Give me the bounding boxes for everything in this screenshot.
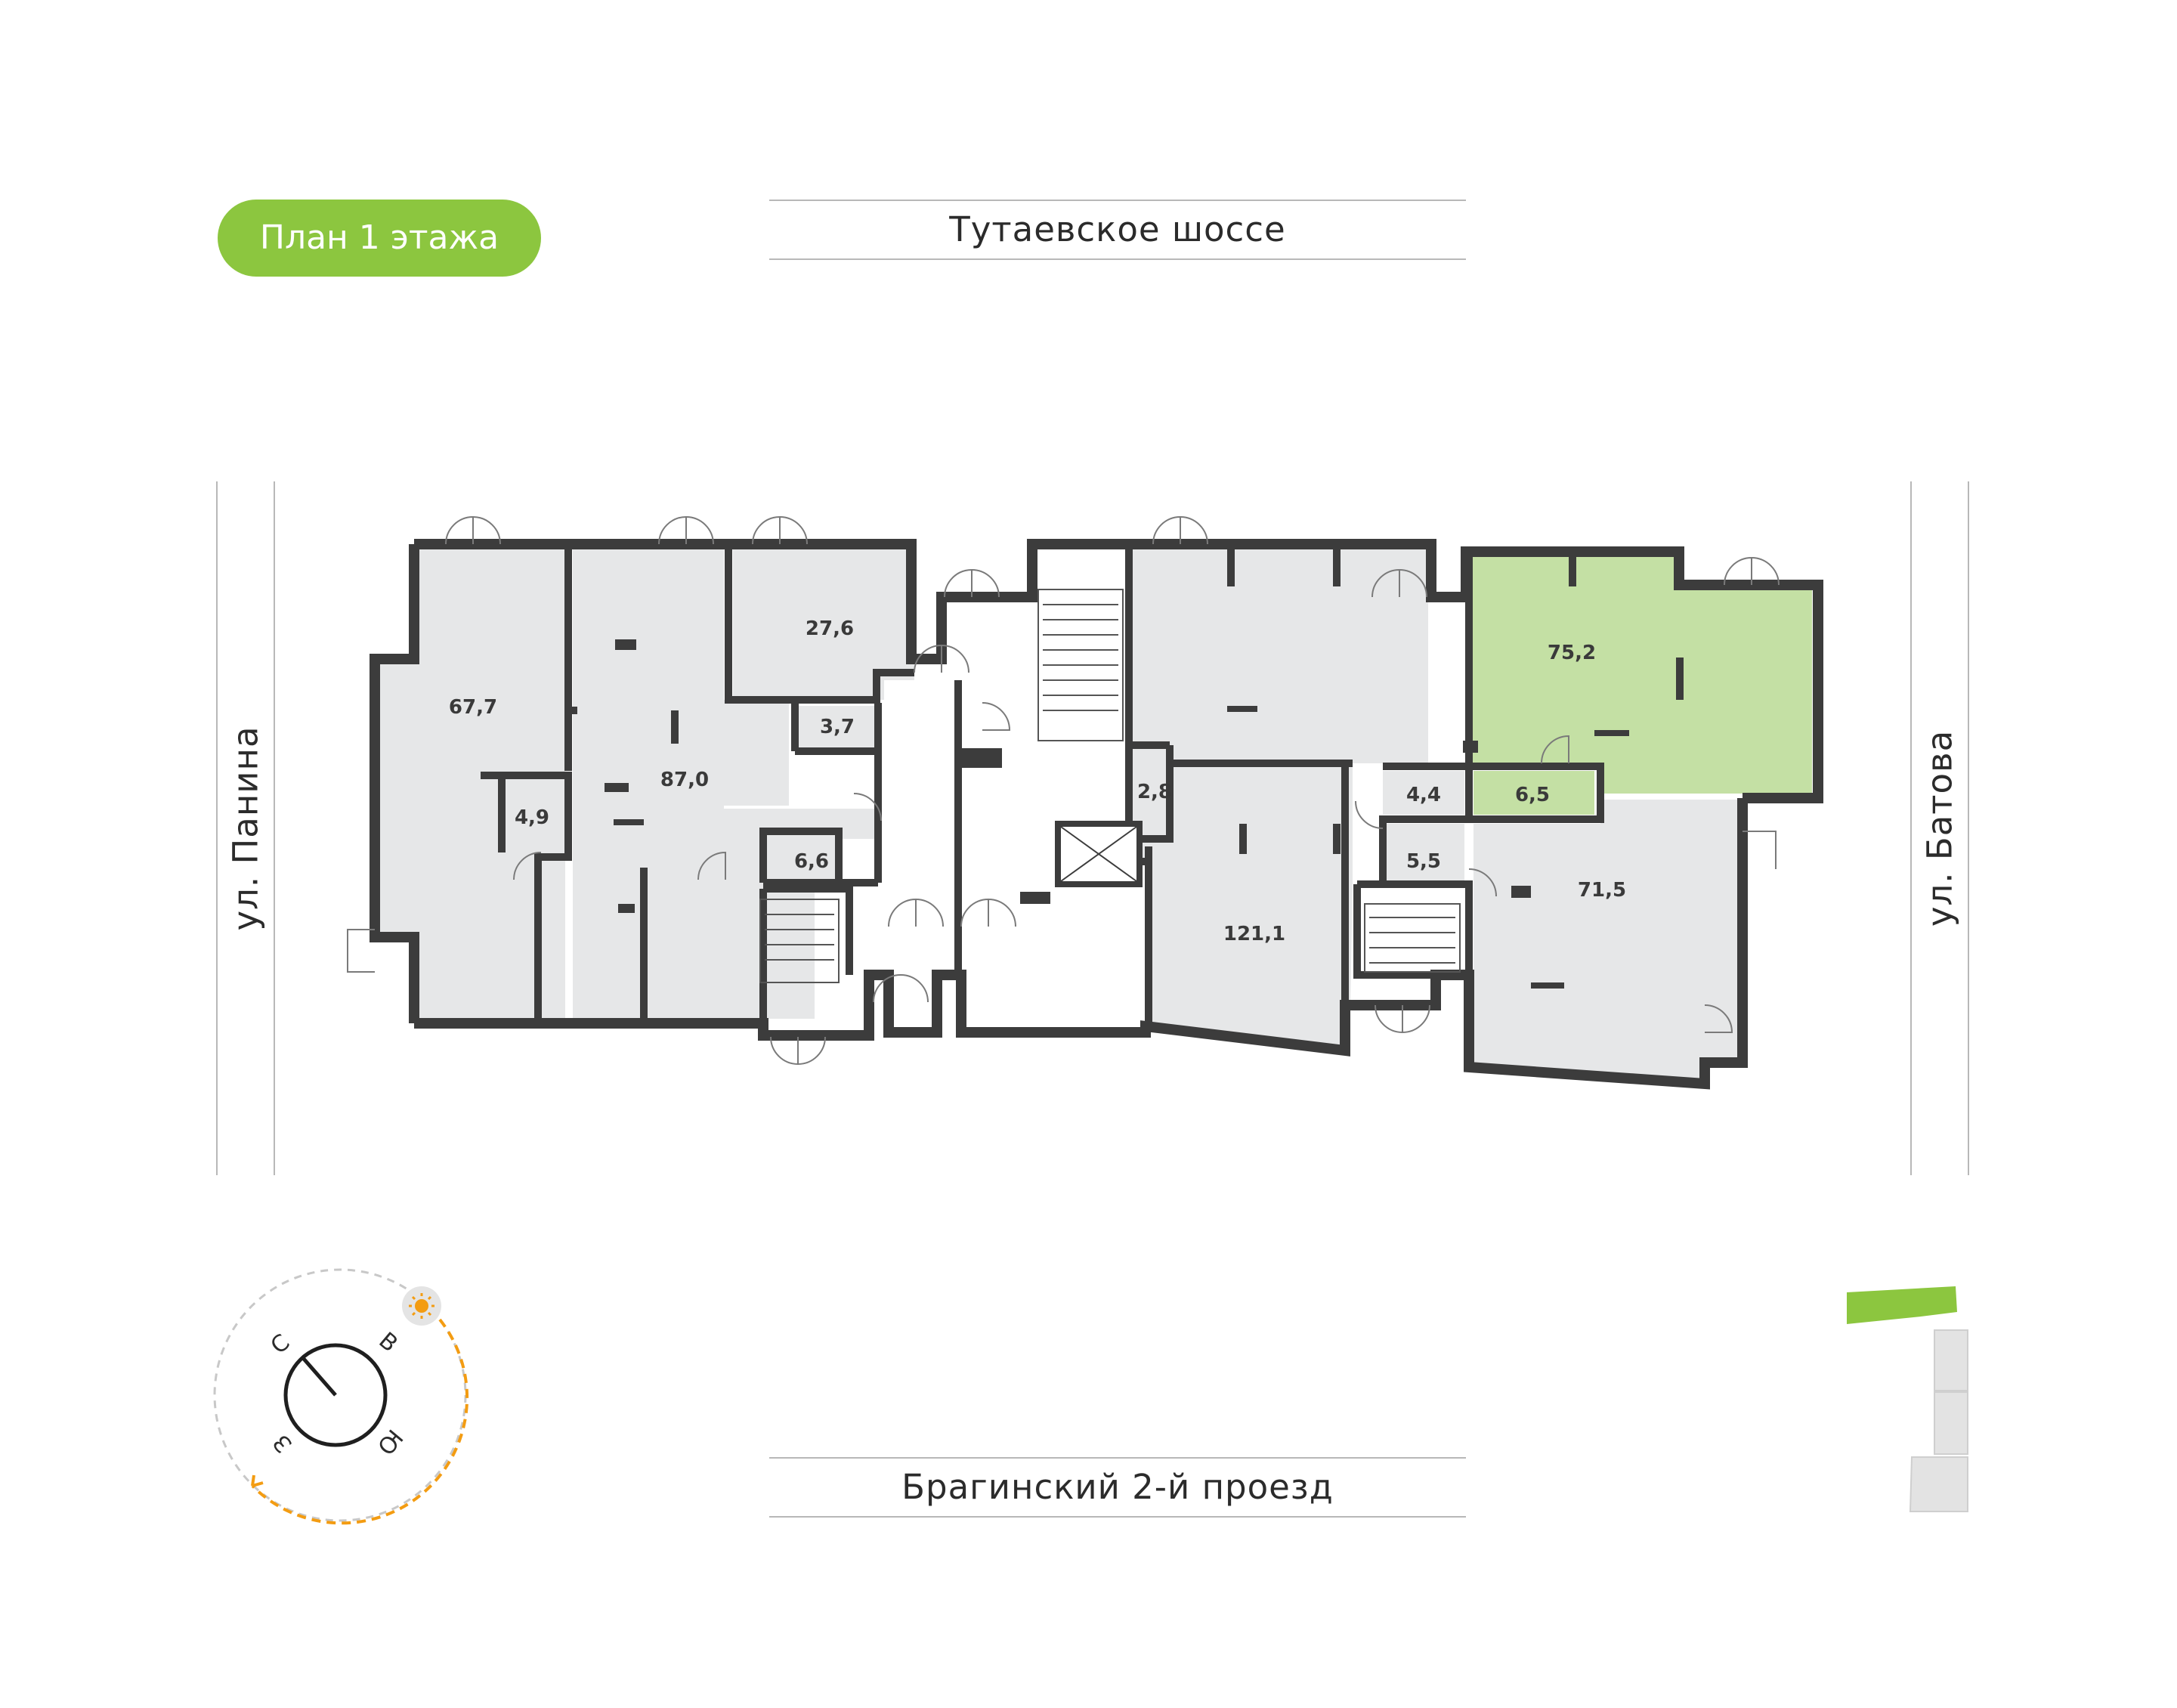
unit-121-1[interactable] — [1129, 549, 1428, 1046]
compass-east: В — [374, 1327, 403, 1357]
unit-67-7-bay — [378, 659, 420, 937]
unit-4-4[interactable] — [1383, 771, 1464, 815]
area-label-75-2: 75,2 — [1548, 642, 1596, 664]
area-label-4-4: 4,4 — [1406, 784, 1441, 806]
area-label-87-0: 87,0 — [660, 769, 709, 791]
staircase-bottom-right — [1364, 903, 1461, 973]
area-label-5-5: 5,5 — [1406, 850, 1441, 873]
doors — [347, 515, 1780, 1066]
compass-north: С — [266, 1329, 295, 1360]
unit-75-2[interactable] — [1466, 556, 1812, 794]
staircase-top — [1037, 589, 1124, 741]
area-label-67-7: 67,7 — [449, 696, 497, 719]
unit-3-7[interactable] — [795, 706, 878, 748]
elevator — [1055, 821, 1143, 887]
sun-path-arrow — [251, 1474, 264, 1487]
area-label-4-9: 4,9 — [515, 806, 549, 829]
area-label-2-8: 2,8 — [1137, 781, 1172, 803]
street-left: ул. Панина — [216, 481, 275, 1175]
unit-4-9[interactable] — [502, 778, 565, 852]
unit-87-0-ext — [724, 700, 789, 806]
sun-icon — [402, 1286, 441, 1326]
compass-needle — [302, 1357, 337, 1397]
street-top-label: Тутаевское шоссе — [949, 209, 1286, 249]
area-label-27-6: 27,6 — [806, 617, 854, 640]
area-label-71-5: 71,5 — [1578, 879, 1626, 902]
area-label-3-7: 3,7 — [820, 716, 855, 738]
sun-path-dashed — [213, 1268, 467, 1522]
street-right: ул. Батова — [1910, 481, 1969, 1175]
unit-5-5[interactable] — [1383, 824, 1464, 884]
street-bottom-label: Брагинский 2-й проезд — [901, 1467, 1334, 1507]
sun-path-arc — [251, 1318, 469, 1525]
area-label-121-1: 121,1 — [1223, 923, 1285, 945]
unit-87-0[interactable] — [573, 549, 724, 1019]
area-label-6-6: 6,6 — [794, 850, 829, 873]
staircase-bottom-left — [759, 899, 840, 983]
building-locator-icon — [1847, 1286, 1968, 1512]
street-top: Тутаевское шоссе — [769, 200, 1466, 260]
unit-6-5[interactable] — [1473, 771, 1594, 815]
compass-south: Ю — [372, 1424, 408, 1459]
area-label-6-5: 6,5 — [1515, 784, 1550, 806]
walls — [370, 539, 1823, 1090]
compass-west: З — [268, 1429, 298, 1457]
unit-71-5[interactable] — [1473, 800, 1739, 1079]
street-bottom: Брагинский 2-й проезд — [769, 1457, 1466, 1518]
plan-title-badge: План 1 этажа — [218, 200, 541, 277]
compass-icon: С В Ю З — [213, 1268, 469, 1525]
columns — [605, 549, 1684, 989]
area-labels: 67,7 87,0 27,6 3,7 4,9 6,6 2,8 121,1 75,… — [449, 617, 1626, 945]
unit-6-6[interactable] — [766, 837, 837, 883]
